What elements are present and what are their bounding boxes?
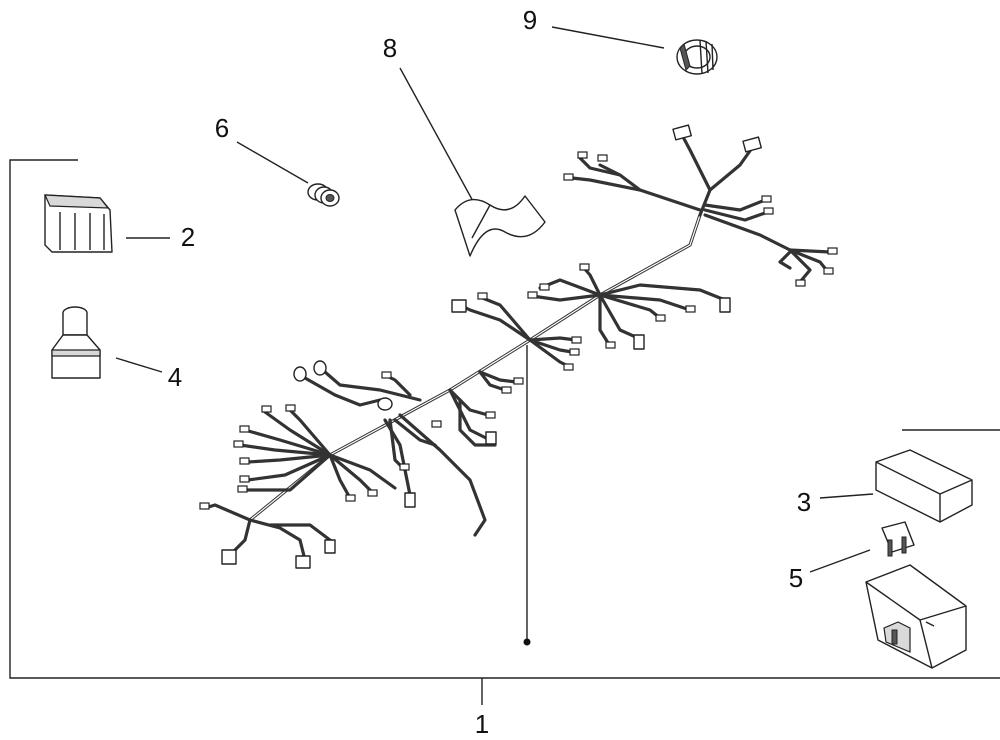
harness-terminals xyxy=(199,151,838,510)
callout-6: 6 xyxy=(215,113,229,143)
harness-leader xyxy=(523,345,531,646)
part-3-cover xyxy=(819,449,973,523)
callout-4: 4 xyxy=(168,362,182,392)
part-5-fuse xyxy=(809,521,915,573)
callout-1: 1 xyxy=(475,709,489,739)
part-6-grommet xyxy=(236,141,340,207)
fuse-box-base xyxy=(865,564,967,669)
callout-9: 9 xyxy=(523,5,537,35)
part-9-clamp xyxy=(551,26,718,75)
part-4-boot xyxy=(51,306,163,379)
callout-2: 2 xyxy=(181,222,195,252)
part-8-tape xyxy=(399,67,546,257)
callout-5: 5 xyxy=(789,563,803,593)
assembly-bracket xyxy=(9,159,1000,705)
part-2-connector xyxy=(44,194,170,253)
callout-3: 3 xyxy=(797,487,811,517)
callout-8: 8 xyxy=(383,33,397,63)
wiring-harness xyxy=(203,124,832,569)
